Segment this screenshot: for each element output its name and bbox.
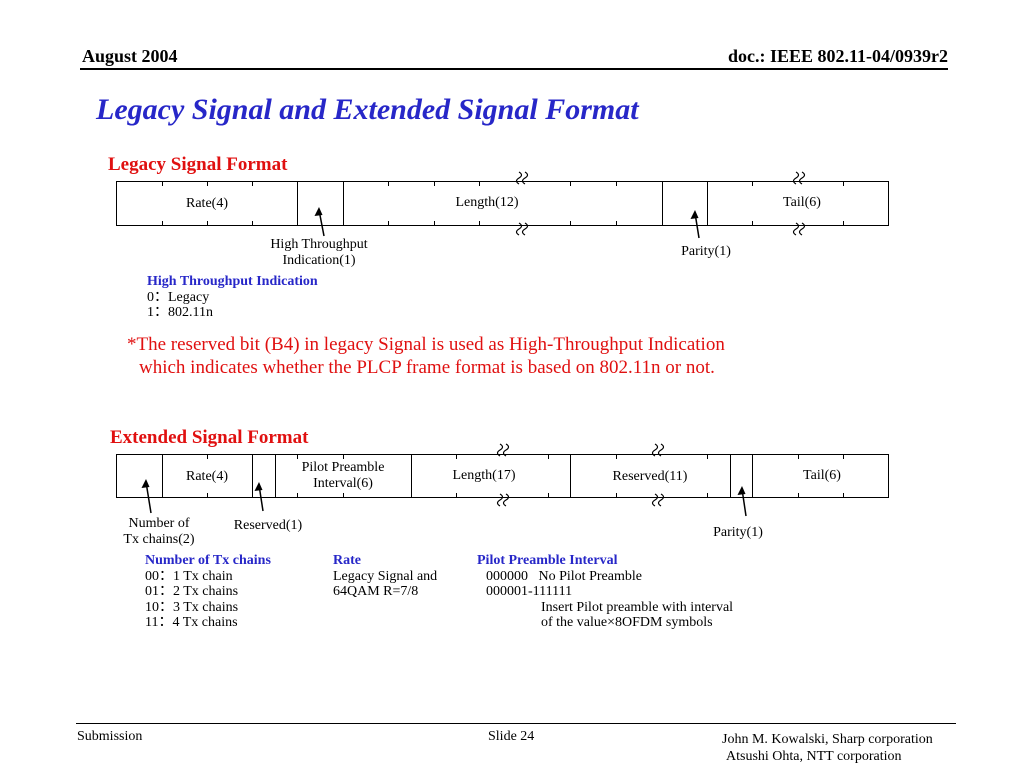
extended-break-marks: [496, 443, 665, 507]
reserved-bit-note-line1: *The reserved bit (B4) in legacy Signal …: [127, 334, 725, 355]
ext-field-length: Length(17): [452, 468, 516, 483]
legacy-heading: Legacy Signal Format: [108, 154, 288, 175]
pilot-definition-row: Insert Pilot preamble with interval: [541, 599, 734, 615]
pilot-definition-row: 000000 No Pilot Preamble: [486, 568, 642, 584]
header-doc-id: doc.: IEEE 802.11-04/0939r2: [727, 46, 948, 66]
footer-submission: Submission: [77, 729, 143, 744]
ntx-definition: Number of Tx chains 00：1 Tx chain 01：2 T…: [145, 553, 271, 631]
ht-indication-label-line2: Indication(1): [282, 253, 356, 268]
rate-definition-title: Rate: [333, 553, 361, 568]
legacy-field-rate: Rate(4): [186, 196, 228, 211]
ext-field-pilot-interval: Pilot Preamble Interval(6): [275, 460, 411, 492]
ht-definition-80211n: 1：802.11n: [147, 305, 213, 320]
header-rule: [80, 68, 948, 70]
ntx-label: Number of Tx chains(2): [104, 516, 214, 548]
footer-author-1: John M. Kowalski, Sharp corporation: [722, 732, 933, 747]
legacy-break-marks: [515, 171, 806, 236]
ntx-label-line2: Tx chains(2): [123, 532, 195, 547]
ntx-definition-row: 00：1 Tx chain: [145, 568, 233, 584]
footer-author-2: Atsushi Ohta, NTT corporation: [726, 749, 902, 764]
legacy-parity-label: Parity(1): [681, 244, 731, 259]
ext-field-pilot-line1: Pilot Preamble: [301, 460, 385, 475]
legacy-field-dividers: [297, 181, 708, 226]
footer-rule: [76, 723, 956, 724]
ntx-definition-title: Number of Tx chains: [145, 553, 271, 568]
slide-title: Legacy Signal and Extended Signal Format: [96, 93, 639, 126]
ntx-label-line1: Number of: [128, 516, 190, 531]
ntx-definition-row: 01：2 Tx chains: [145, 584, 239, 599]
ht-definition: High Throughput Indication 0：Legacy 1：80…: [147, 274, 318, 321]
header-date: August 2004: [82, 46, 178, 66]
footer-authors: John M. Kowalski, Sharp corporation Atsu…: [722, 731, 933, 765]
extended-field-dividers: [162, 454, 753, 498]
ext-field-tail: Tail(6): [803, 468, 841, 483]
pilot-definition-row: of the value×8OFDM symbols: [541, 615, 713, 630]
arrow-heads: [141, 207, 746, 495]
footer-slide-number: Slide 24: [488, 729, 535, 744]
ntx-definition-row: 10：3 Tx chains: [145, 599, 239, 615]
ext-field-pilot-line2: Interval(6): [313, 476, 373, 491]
ext-field-rate: Rate(4): [186, 469, 228, 484]
ext-parity-label: Parity(1): [713, 525, 763, 540]
rate-definition-row: Legacy Signal and: [333, 568, 438, 584]
ht-definition-title: High Throughput Indication: [147, 274, 318, 289]
rate-definition-row: 64QAM R=7/8: [333, 584, 419, 599]
ntx-definition-row: 11：4 Tx chains: [145, 615, 238, 630]
rate-definition: Rate Legacy Signal and 64QAM R=7/8: [333, 553, 437, 600]
reserved1-label: Reserved(1): [233, 518, 303, 533]
legacy-field-length: Length(12): [455, 195, 519, 210]
legacy-frame-box: [116, 181, 889, 226]
extended-heading: Extended Signal Format: [110, 427, 309, 448]
reserved-bit-note-line2: which indicates whether the PLCP frame f…: [139, 357, 715, 378]
pilot-definition-title: Pilot Preamble Interval: [477, 553, 618, 568]
pilot-definition-row: 000001-111111: [486, 584, 573, 599]
extended-bit-ticks: [207, 454, 844, 498]
legacy-field-tail: Tail(6): [783, 195, 821, 210]
legacy-bit-ticks: [162, 181, 844, 226]
ht-definition-legacy: 0：Legacy: [147, 289, 210, 305]
ht-indication-label-line1: High Throughput: [270, 237, 368, 252]
pilot-definition: Pilot Preamble Interval 000000 No Pilot …: [477, 553, 733, 631]
ext-field-reserved: Reserved(11): [612, 469, 688, 484]
ht-indication-label: High Throughput Indication(1): [249, 237, 389, 269]
